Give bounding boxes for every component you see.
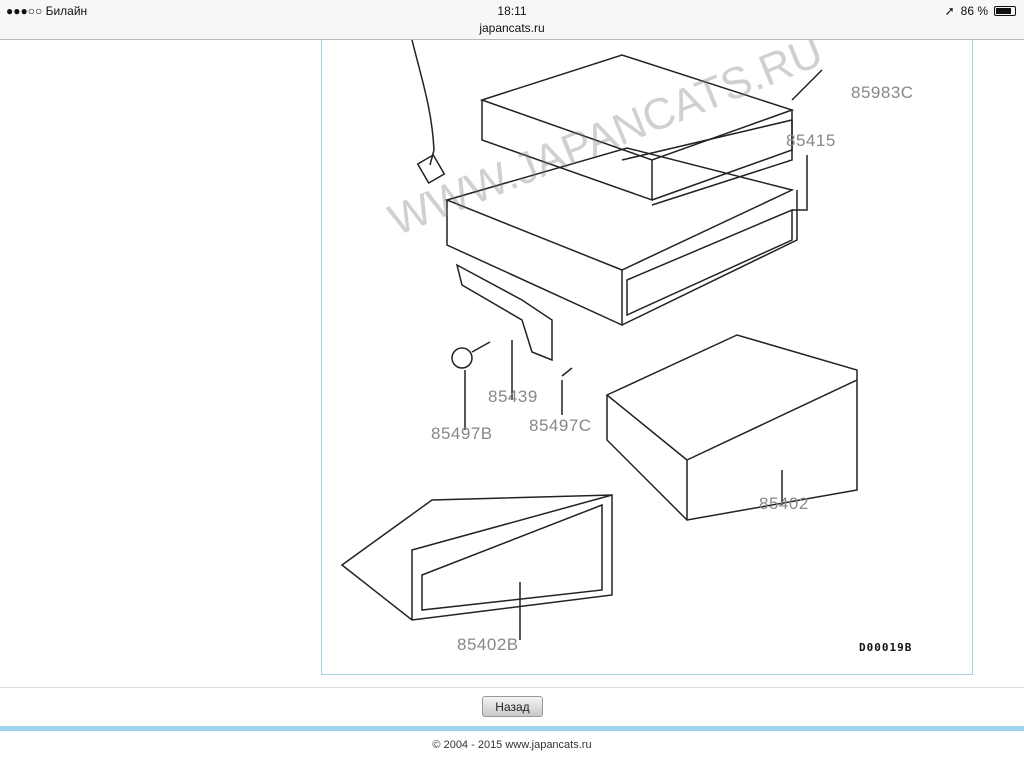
back-button[interactable]: Назад	[482, 696, 543, 717]
part-label[interactable]: 85497B	[431, 424, 493, 443]
part-label[interactable]: 85402	[759, 494, 809, 513]
battery-percent: 86 %	[960, 4, 988, 18]
footer-bar	[0, 726, 1024, 731]
diagram-code: D00019B	[859, 641, 913, 654]
carrier: ●●●○○ Билайн	[6, 4, 88, 18]
part-label[interactable]: 85497C	[529, 416, 592, 435]
part-label[interactable]: 85415	[786, 131, 836, 150]
status-bar: ●●●○○ Билайн 18:11 japancats.ru ➚ 86 %	[0, 0, 1024, 40]
footer-copyright: © 2004 - 2015 www.japancats.ru	[432, 739, 592, 751]
clock: 18:11	[497, 4, 527, 18]
url-label[interactable]: japancats.ru	[479, 21, 545, 35]
diagram-drawing	[340, 40, 858, 640]
battery-icon	[994, 6, 1016, 16]
location-icon: ➚	[944, 4, 955, 18]
part-label[interactable]: 85983C	[851, 83, 914, 102]
part-label[interactable]: 85439	[488, 387, 538, 406]
divider	[0, 687, 1024, 688]
status-right: ➚ 86 %	[945, 4, 1016, 18]
part-label[interactable]: 85402B	[457, 635, 519, 654]
parts-diagram: WWW.JAPANCATS.RU 85983C 85415 85439 8549…	[321, 40, 973, 675]
